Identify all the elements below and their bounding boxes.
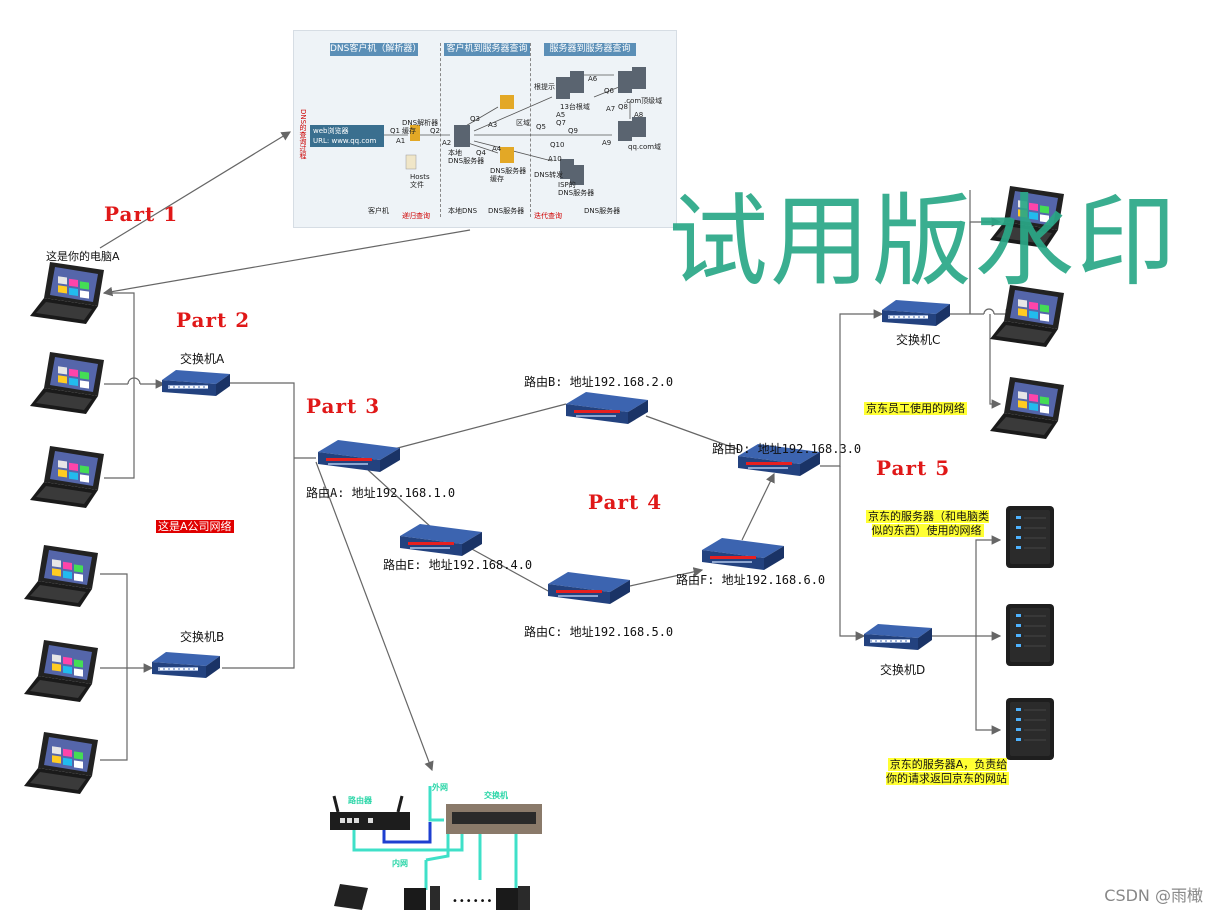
router-f-label: 路由F: 地址192.168.6.0 <box>676 573 826 587</box>
trial-watermark: 试用版水印 <box>668 183 1178 300</box>
a1-label: A1 <box>396 137 406 145</box>
a6-label: A6 <box>588 75 598 83</box>
router-f-icon <box>702 538 784 570</box>
laptop-icon <box>990 377 1064 439</box>
part-5-label: Part 5 <box>876 456 951 480</box>
dns-cache-label: DNS服务器 缓存 <box>490 167 527 183</box>
jd-server-a-label: 京东的服务器A，负责给 你的请求返回京东的网站 <box>886 758 1009 786</box>
jd-server-net-text: 京东的服务器（和电脑类 似的东西）使用的网络 <box>866 510 989 537</box>
q3-label: Q3 <box>470 115 480 123</box>
local-dns-label: 本地 DNS服务器 <box>448 149 485 165</box>
router-c-label: 路由C: 地址192.168.5.0 <box>524 625 674 639</box>
web-browser-box: web浏览器 URL: www.qq.com <box>310 125 384 147</box>
dns-header-client: DNS客户机（解析器） <box>330 43 422 56</box>
home-network-figure <box>330 786 542 910</box>
router-e-label: 路由E: 地址192.168.4.0 <box>383 558 533 572</box>
jd-server-net-label: 京东的服务器（和电脑类 似的东西）使用的网络 <box>866 510 989 538</box>
q10-label: Q10 <box>550 141 565 149</box>
dns-figure-arrows <box>384 67 646 185</box>
router-e-icon <box>400 524 482 556</box>
router-c-icon <box>548 572 630 604</box>
a2-label: A2 <box>442 139 452 147</box>
a10-label: A10 <box>548 155 562 163</box>
switch-a-label: 交换机A <box>180 352 225 366</box>
q9-label: Q9 <box>568 127 578 135</box>
router-b-label: 路由B: 地址192.168.2.0 <box>524 375 674 389</box>
foot-dnsserver2: DNS服务器 <box>584 207 621 215</box>
q8-label: Q8 <box>618 103 628 111</box>
foot-dnsserver: DNS服务器 <box>488 207 525 215</box>
laptop-icon <box>30 262 104 324</box>
dns-forward-label: DNS转发 <box>534 171 564 179</box>
qq-domain-label: qq.com域 <box>628 143 662 151</box>
home-wan-label: 外网 <box>432 783 448 792</box>
home-switch-label: 交换机 <box>484 791 508 800</box>
part-3-label: Part 3 <box>306 394 381 418</box>
a9-label: A9 <box>602 139 612 147</box>
isp-dns-label: ISP的 DNS服务器 <box>558 181 595 197</box>
a4-label: A4 <box>492 145 502 153</box>
foot-local: 本地DNS <box>448 207 478 215</box>
zone-label: 区域 <box>516 119 530 127</box>
dns-side-title: DNS的查询过程 <box>299 109 307 160</box>
q2-label: Q2 <box>430 127 440 135</box>
home-dots: •••••• <box>452 896 494 907</box>
a3-label: A3 <box>488 121 498 129</box>
server-icon <box>1005 603 1055 667</box>
home-lan-label: 内网 <box>392 859 408 868</box>
q7-label: Q7 <box>556 119 566 127</box>
laptop-icon <box>24 545 98 607</box>
your-pc-label: 这是你的电脑A <box>46 250 120 263</box>
dns-header-c2s: 客户机到服务器查询 <box>444 43 530 56</box>
resolver-cache-label: DNS解析器 缓存 <box>402 119 439 135</box>
browser-url: URL: www.qq.com <box>313 137 377 145</box>
foot-client: 客户机 <box>368 207 389 215</box>
router-a-icon <box>318 440 400 472</box>
switch-a-icon <box>162 370 230 396</box>
laptop-icon <box>30 446 104 508</box>
q4-label: Q4 <box>476 149 486 157</box>
dns-query-figure: DNS客户机（解析器） 客户机到服务器查询 服务器到服务器查询 DNS的查询过程… <box>293 30 677 228</box>
server-icon <box>1005 505 1055 569</box>
dns-header-s2s: 服务器到服务器查询 <box>544 43 636 56</box>
part-4-label: Part 4 <box>588 490 663 514</box>
foot-iterative: 迭代查询 <box>534 212 562 220</box>
q5-label: Q5 <box>536 123 546 131</box>
q1-label: Q1 <box>390 127 400 135</box>
switch-b-label: 交换机B <box>180 630 225 644</box>
switch-b-icon <box>152 652 220 678</box>
a5-label: A5 <box>556 111 566 119</box>
browser-title: web浏览器 <box>313 127 349 135</box>
switch-d-icon <box>864 624 932 650</box>
q6-label: Q6 <box>604 87 614 95</box>
home-router-label: 路由器 <box>348 796 372 805</box>
company-lan-label: 这是A公司网络 <box>156 518 234 534</box>
jd-staff-net-label: 京东员工使用的网络 <box>864 400 967 416</box>
hosts-file-label: Hosts 文件 <box>410 173 430 189</box>
part-2-label: Part 2 <box>176 308 251 332</box>
root-server-label: 13台根域 <box>560 103 590 111</box>
com-domain-label: .com顶级域 <box>624 97 663 105</box>
router-b-icon <box>566 392 648 424</box>
jd-staff-net-text: 京东员工使用的网络 <box>864 402 967 415</box>
company-lan-text: 这是A公司网络 <box>156 520 234 533</box>
a7-label: A7 <box>606 105 616 113</box>
laptop-icon <box>24 732 98 794</box>
part-1-label: Part 1 <box>104 202 179 226</box>
laptop-icon <box>24 640 98 702</box>
server-icon <box>1005 697 1055 761</box>
switch-d-label: 交换机D <box>880 663 926 677</box>
csdn-credit: CSDN @雨橄 <box>1104 886 1203 905</box>
router-d-label: 路由D: 地址192.168.3.0 <box>712 442 862 456</box>
router-a-label: 路由A: 地址192.168.1.0 <box>306 486 456 500</box>
connection-lines <box>99 131 1016 772</box>
jd-server-a-text: 京东的服务器A，负责给 你的请求返回京东的网站 <box>886 758 1009 785</box>
a8-label: A8 <box>634 111 644 119</box>
root-hint-label: 根提示 <box>534 83 555 91</box>
laptop-icon <box>30 352 104 414</box>
switch-c-label: 交换机C <box>896 333 941 347</box>
foot-recursive: 递归查询 <box>402 212 430 220</box>
